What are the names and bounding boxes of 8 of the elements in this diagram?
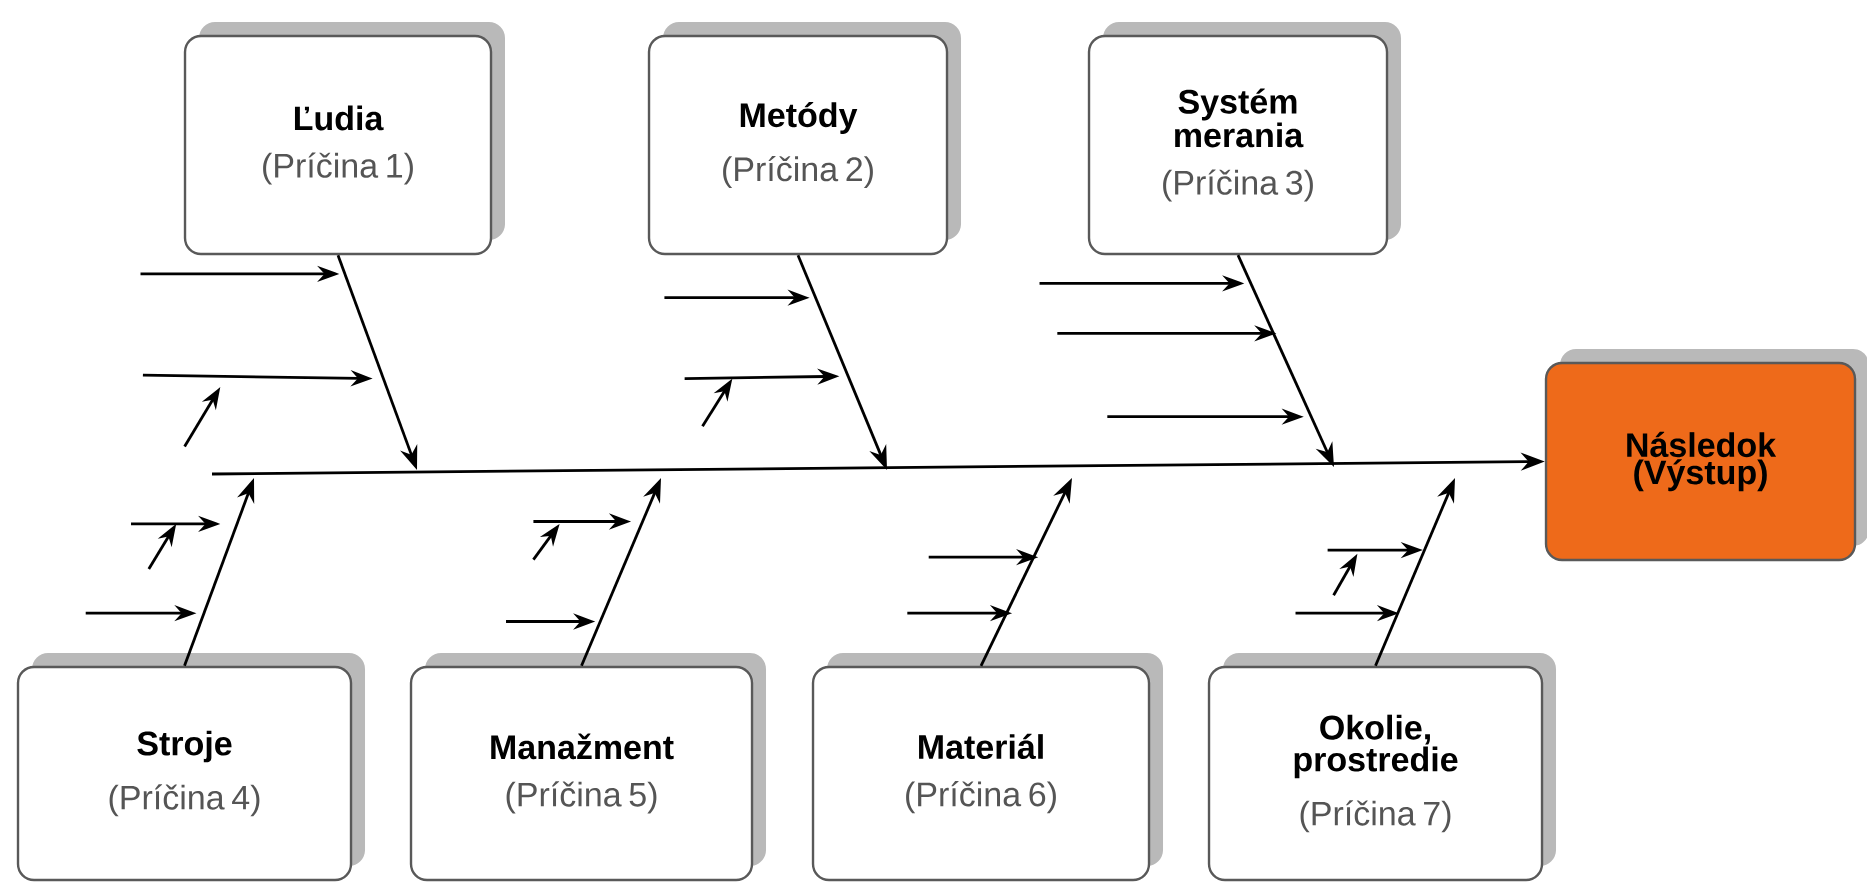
- cause-box: Stroje (Príčina 4): [16, 653, 365, 882]
- cause-box: Manažment (Príčina 5): [409, 653, 766, 882]
- effect-box: Následok (Výstup): [1544, 349, 1867, 562]
- cause-box: Systém merania (Príčina 3): [1087, 22, 1401, 256]
- cause-box: Metódy (Príčina 2): [647, 22, 961, 256]
- cause-box: Ľudia (Príčina 1): [183, 22, 505, 256]
- cause-box: Materiál (Príčina 6): [811, 653, 1163, 882]
- cause-box: Okolie, prostredie (Príčina 7): [1207, 653, 1556, 882]
